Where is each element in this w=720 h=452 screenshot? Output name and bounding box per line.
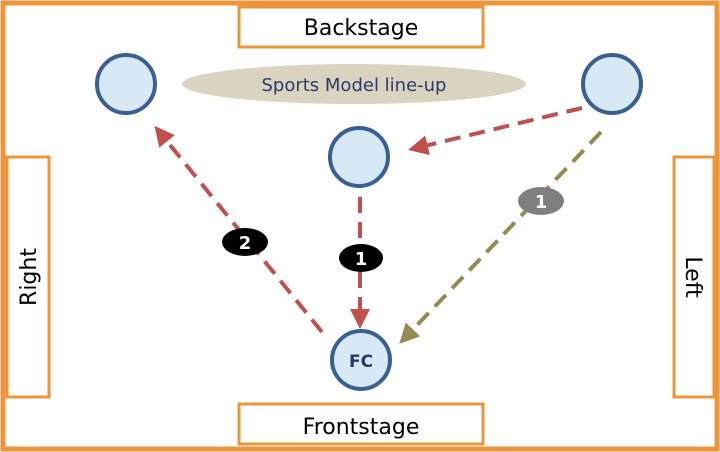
left-label: Left	[680, 256, 705, 298]
model-circle-top-left	[95, 53, 157, 115]
path-topright-to-fc	[399, 130, 603, 344]
badge-left-path-label: 2	[239, 233, 252, 254]
badge-center-path	[339, 244, 383, 272]
right-box	[5, 155, 51, 399]
frontstage-box	[237, 402, 485, 446]
badge-left-path	[222, 228, 268, 256]
badge-right-path	[518, 187, 564, 215]
backstage-label: Backstage	[304, 16, 418, 41]
path-topright-to-center	[408, 106, 583, 155]
left-box	[672, 155, 716, 399]
backstage-box	[237, 5, 485, 49]
lineup-pill	[182, 64, 526, 104]
badge-right-path-label: 1	[535, 192, 548, 213]
badge-center-path-label: 1	[355, 249, 368, 270]
fc-circle	[330, 329, 392, 391]
right-label: Right	[17, 248, 42, 306]
model-circle-center	[328, 126, 390, 188]
lineup-label: Sports Model line-up	[261, 75, 446, 96]
model-circle-top-right	[581, 53, 643, 115]
frontstage-label: Frontstage	[303, 415, 420, 440]
fc-label: FC	[349, 352, 373, 372]
